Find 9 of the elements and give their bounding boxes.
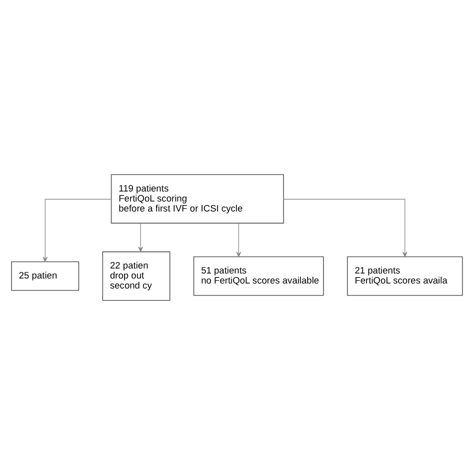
arrow — [283, 198, 408, 257]
node-box: 21 patients FertiQoL scores availa — [346, 256, 463, 296]
node-box: 25 patien — [11, 260, 80, 290]
arrow — [42, 198, 112, 262]
arrow — [236, 222, 242, 257]
node-box: 51 patients no FertiQoL scores available — [193, 256, 324, 296]
arrow — [138, 222, 143, 252]
node-box: 119 patients FertiQoL scoring before a first IVF or ICSI cycle — [110, 174, 284, 224]
node-box: 22 patien drop out second cy — [102, 250, 170, 300]
